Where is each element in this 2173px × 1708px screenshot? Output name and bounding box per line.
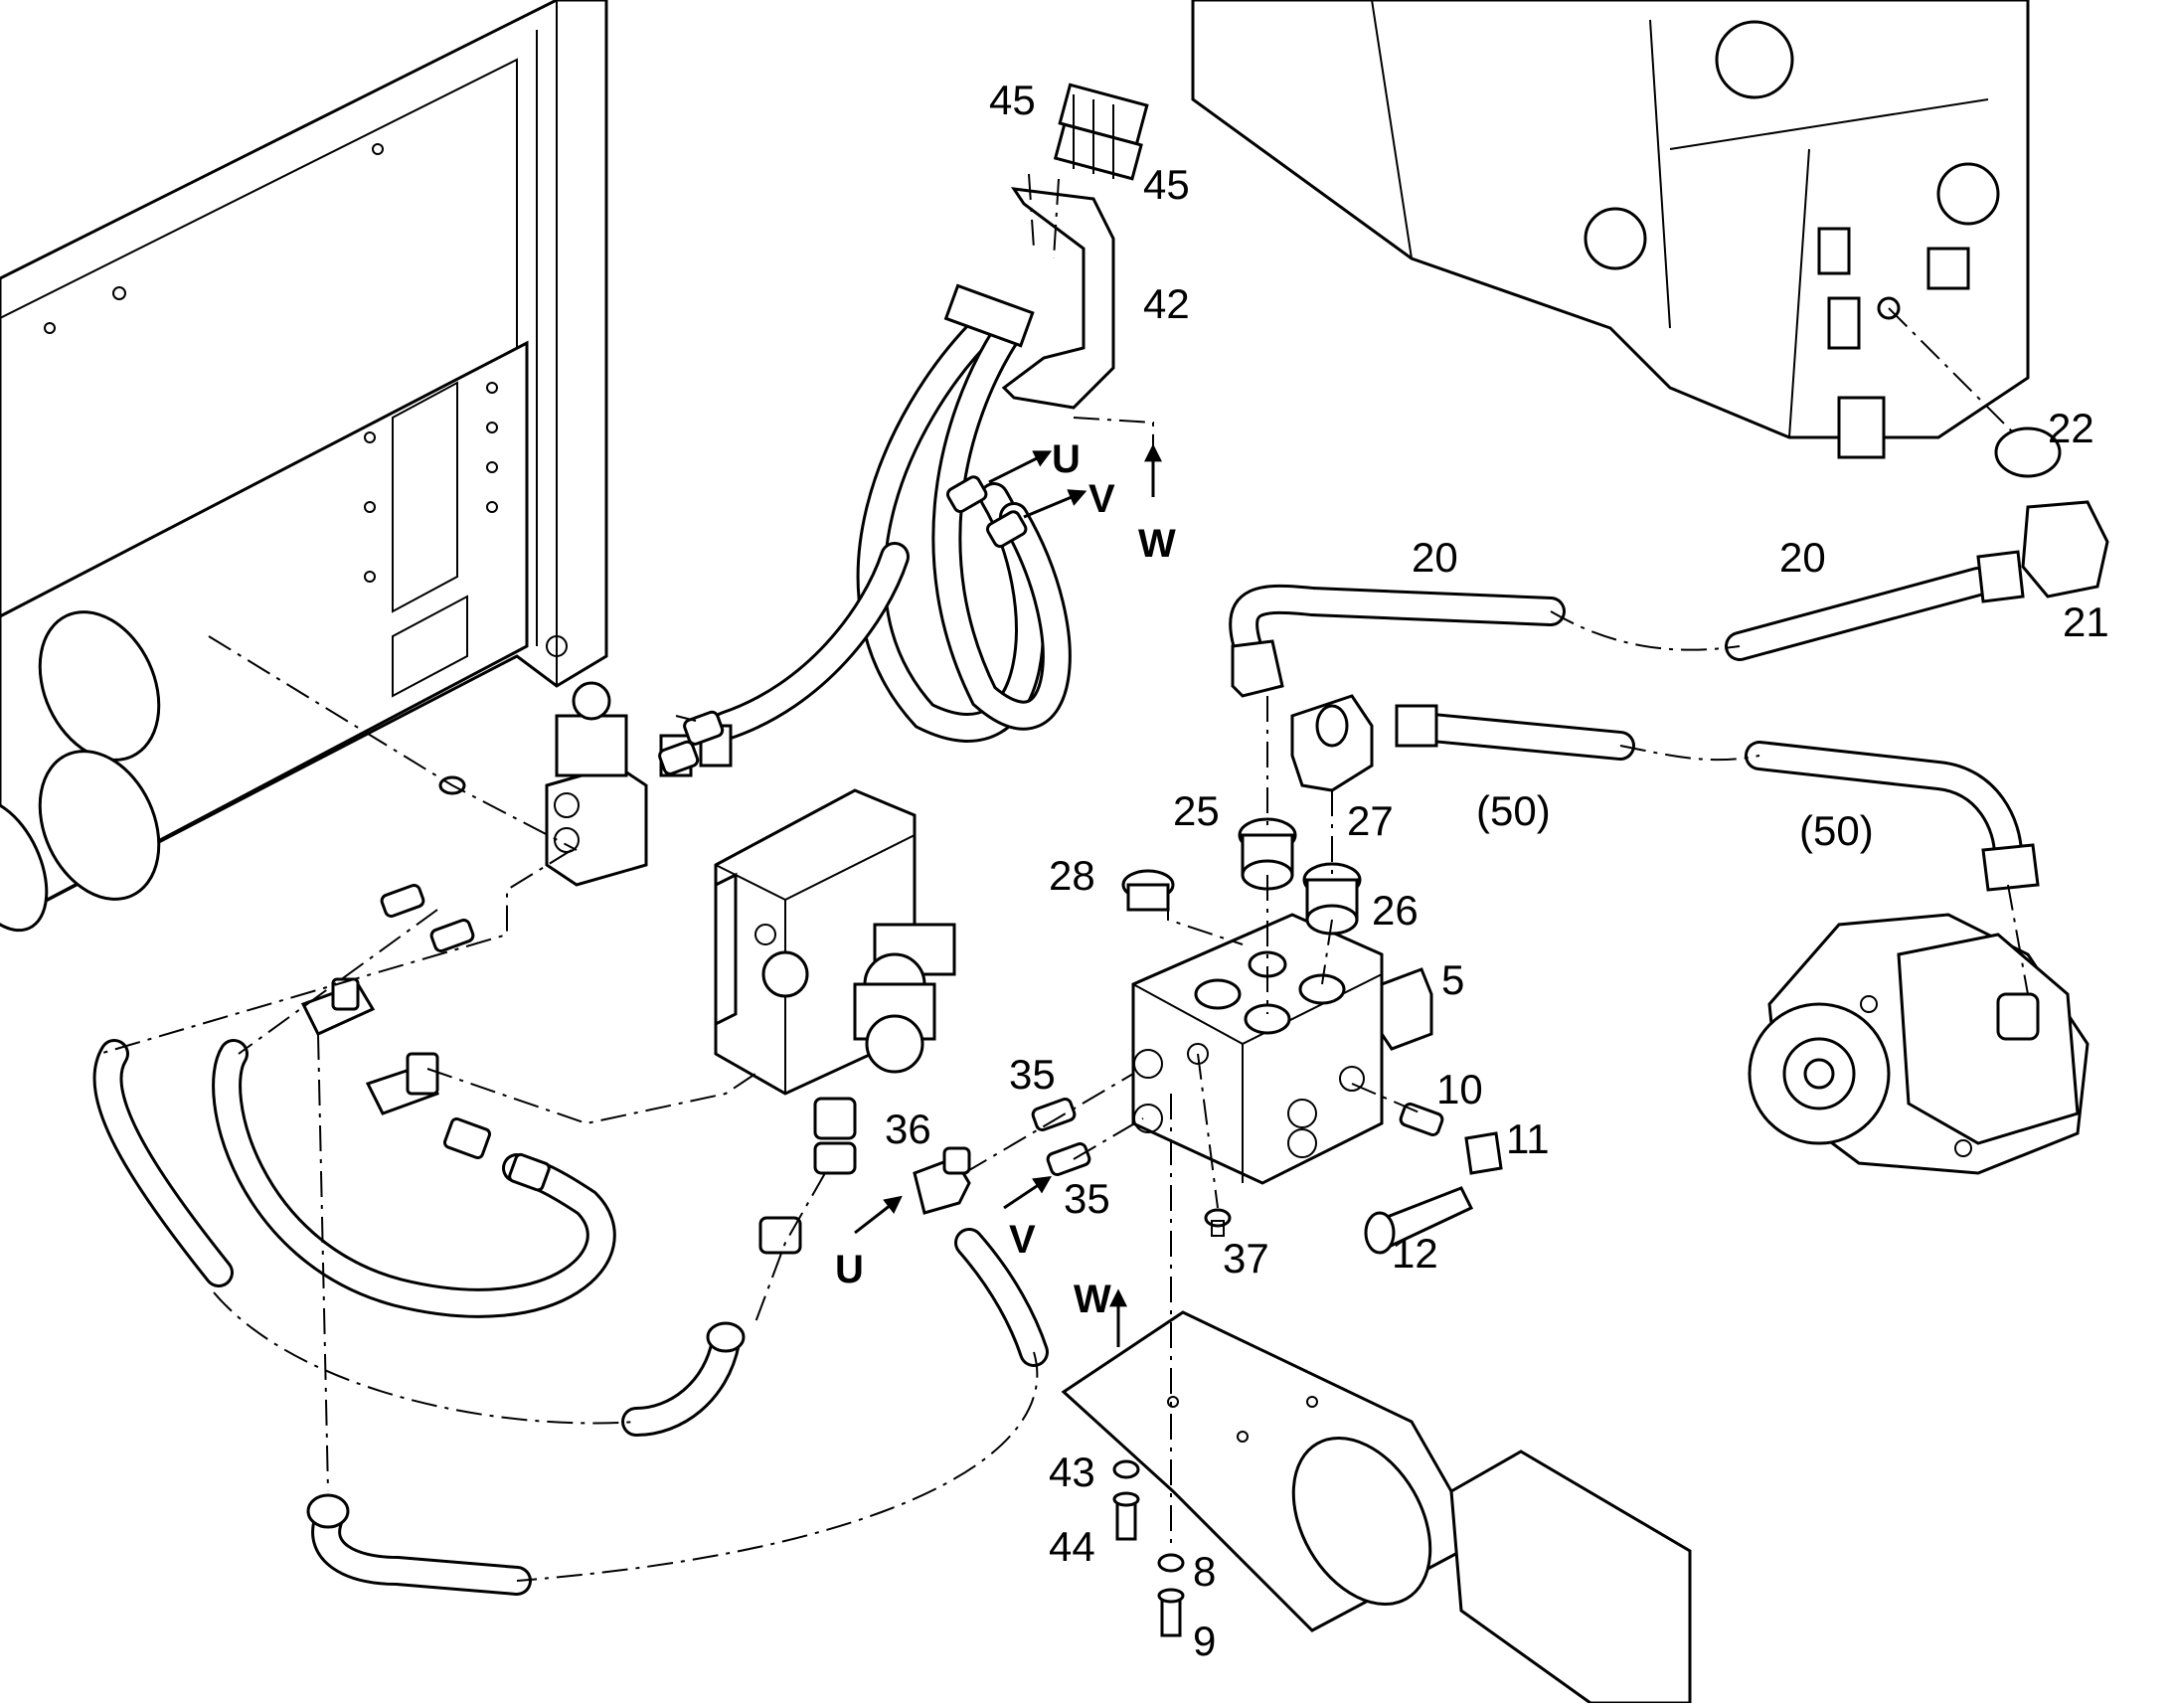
label-12: 12 bbox=[1392, 1230, 1438, 1277]
flow-label-w-top: W bbox=[1138, 522, 1176, 566]
washer-43 bbox=[1112, 1459, 1140, 1479]
flow-arrows bbox=[854, 443, 1162, 1347]
elbow-27 bbox=[1290, 694, 1374, 792]
screw-44 bbox=[1112, 1491, 1140, 1541]
label-35-top: 35 bbox=[1009, 1051, 1056, 1098]
label-44: 44 bbox=[1049, 1523, 1095, 1570]
hose-loop-upper bbox=[711, 283, 1072, 743]
label-26: 26 bbox=[1372, 887, 1419, 934]
label-45-mid: 45 bbox=[1143, 161, 1190, 208]
solenoid-valve-left bbox=[545, 681, 733, 887]
label-20-left: 20 bbox=[1412, 534, 1458, 581]
label-43: 43 bbox=[1049, 1449, 1095, 1495]
washer-8 bbox=[1157, 1553, 1185, 1573]
fitting-35-a bbox=[1031, 1098, 1077, 1131]
hose-50 bbox=[1395, 704, 2040, 892]
screw-37 bbox=[1204, 1208, 1232, 1237]
hose-lower-left bbox=[92, 1039, 1049, 1596]
plug-28 bbox=[1121, 869, 1175, 912]
label-45-top: 45 bbox=[989, 77, 1036, 123]
fitting-10 bbox=[1399, 1103, 1444, 1136]
screw-9 bbox=[1157, 1588, 1185, 1637]
label-9: 9 bbox=[1193, 1618, 1216, 1664]
bracket-42 bbox=[1001, 187, 1115, 410]
label-27: 27 bbox=[1347, 797, 1394, 844]
label-37: 37 bbox=[1223, 1235, 1269, 1281]
label-50-right: (50) bbox=[1799, 807, 1874, 854]
label-8: 8 bbox=[1193, 1548, 1216, 1595]
elbow-11 bbox=[1464, 1131, 1503, 1175]
label-36: 36 bbox=[885, 1106, 931, 1152]
small-fittings-left bbox=[300, 475, 1028, 1529]
engine-block bbox=[1191, 0, 2030, 459]
label-25: 25 bbox=[1173, 787, 1220, 834]
flow-label-v-bottom: V bbox=[1009, 1218, 1036, 1262]
flow-label-w-bottom: W bbox=[1074, 1278, 1111, 1321]
label-21: 21 bbox=[2063, 598, 2109, 645]
part-number-labels: 45 45 42 22 20 20 21 25 27 (50) (50) 28 … bbox=[885, 77, 2109, 1664]
valve-block-5 bbox=[1131, 913, 1433, 1185]
label-22: 22 bbox=[2048, 405, 2094, 451]
fitting-35-b bbox=[1046, 1142, 1091, 1176]
label-5: 5 bbox=[1441, 956, 1464, 1003]
label-50-left: (50) bbox=[1476, 787, 1551, 834]
frame-panel bbox=[0, 0, 608, 933]
hydraulic-manifold-center bbox=[714, 788, 956, 1096]
label-42: 42 bbox=[1143, 280, 1190, 327]
leader-lines bbox=[98, 173, 2029, 1582]
fitting-26 bbox=[1302, 862, 1362, 936]
flow-label-u-bottom: U bbox=[835, 1248, 864, 1291]
plug-connectors-45 bbox=[1053, 83, 1149, 181]
hydraulic-pump bbox=[1748, 913, 2089, 1175]
flow-label-v-top: V bbox=[1088, 477, 1115, 521]
tee-36 bbox=[913, 1146, 971, 1215]
fitting-22-21 bbox=[1976, 427, 2109, 603]
flow-letter-labels: U V W U V W bbox=[835, 437, 1176, 1321]
label-20-right: 20 bbox=[1779, 534, 1826, 581]
label-11: 11 bbox=[1506, 1115, 1550, 1162]
sensor-12 bbox=[1364, 1186, 1474, 1255]
hose-20 bbox=[1229, 567, 1993, 698]
label-10: 10 bbox=[1436, 1066, 1483, 1112]
label-28: 28 bbox=[1049, 852, 1095, 899]
mount-plate bbox=[1061, 1310, 1692, 1705]
flow-label-u-top: U bbox=[1052, 437, 1081, 481]
label-35-bottom: 35 bbox=[1064, 1175, 1110, 1222]
